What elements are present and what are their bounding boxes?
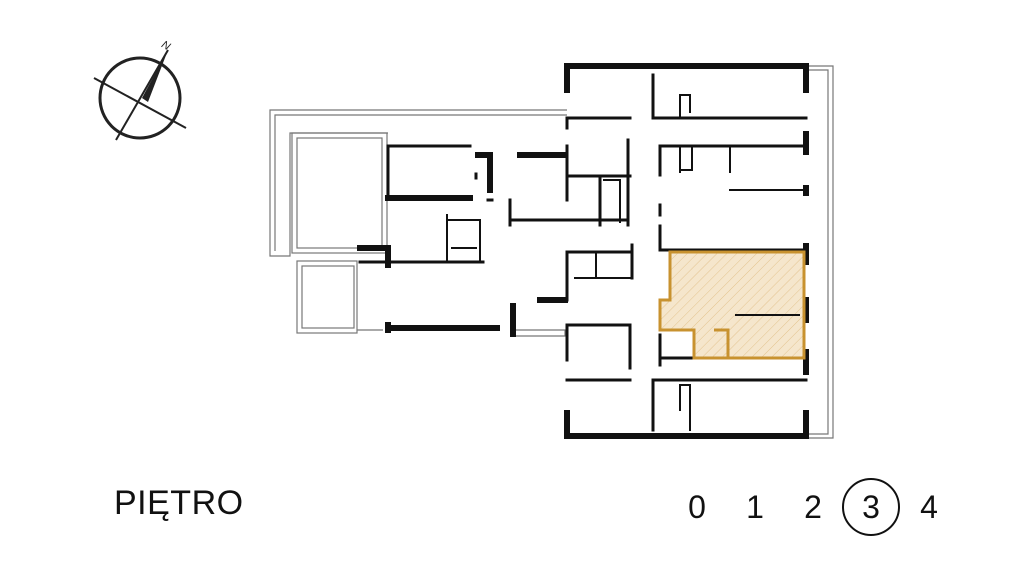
floor-label: PIĘTRO — [114, 484, 244, 522]
exterior-walls — [357, 63, 809, 439]
floor-button-2[interactable]: 2 — [804, 488, 822, 525]
terrace-outlines — [269, 65, 834, 439]
floor-button-4[interactable]: 4 — [920, 488, 938, 525]
compass-icon: N — [93, 39, 187, 141]
floor-plan — [269, 63, 834, 439]
selected-apartment[interactable] — [658, 250, 806, 360]
floor-button-1[interactable]: 1 — [746, 488, 764, 525]
floor-button-0[interactable]: 0 — [688, 488, 706, 525]
floor-selector: 0 1 2 3 4 — [668, 478, 958, 536]
floor-button-3[interactable]: 3 — [842, 478, 900, 536]
